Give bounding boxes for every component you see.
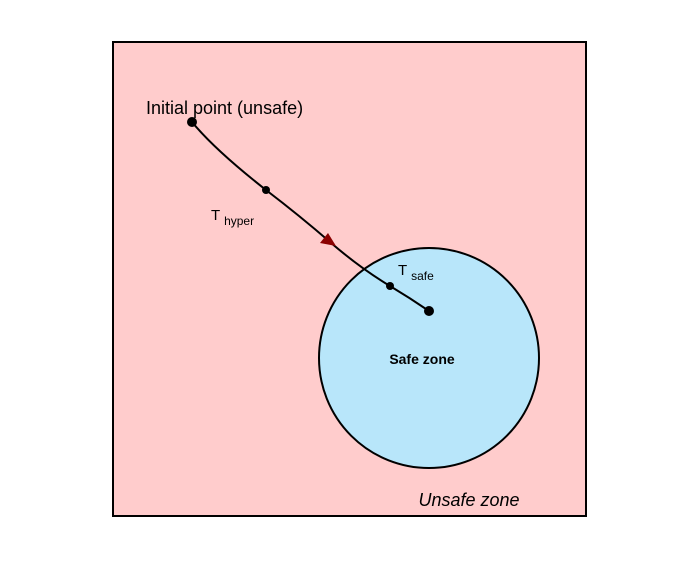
trajectory-arrow-icon [320,233,336,246]
t-safe-label: T safe [398,262,434,283]
t-hyper-base: T [211,207,220,224]
t-hyper-label: T hyper [211,207,254,228]
t-hyper-subscript: hyper [224,214,254,228]
t-safe-base: T [398,262,407,279]
unsafe-zone-label: Unsafe zone [418,490,519,510]
safe-entry-point-marker [386,282,394,290]
safe-zone-label: Safe zone [389,351,455,367]
safe-zone-region [318,247,540,469]
initial-point-marker [187,117,197,127]
t-safe-subscript: safe [411,269,434,283]
target-point-marker [424,306,434,316]
initial-point-label: Initial point (unsafe) [146,98,303,118]
hyper-point-marker [262,186,270,194]
trajectory-path [191,121,430,312]
